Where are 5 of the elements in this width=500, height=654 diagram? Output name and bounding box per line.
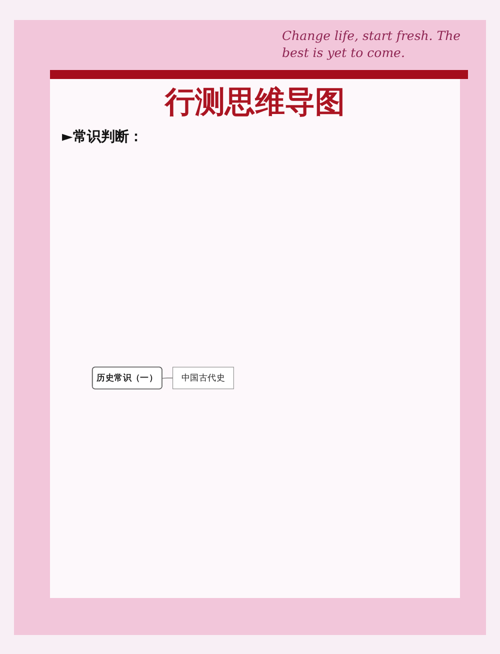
page-title: 行测思维导图 — [163, 84, 346, 122]
slogan-text: Change life, start fresh. The best is yet to come. — [282, 27, 462, 61]
section-heading: ►常识判断： — [62, 128, 143, 146]
node-box: 中国古代史 — [172, 366, 234, 390]
connector — [162, 378, 174, 379]
